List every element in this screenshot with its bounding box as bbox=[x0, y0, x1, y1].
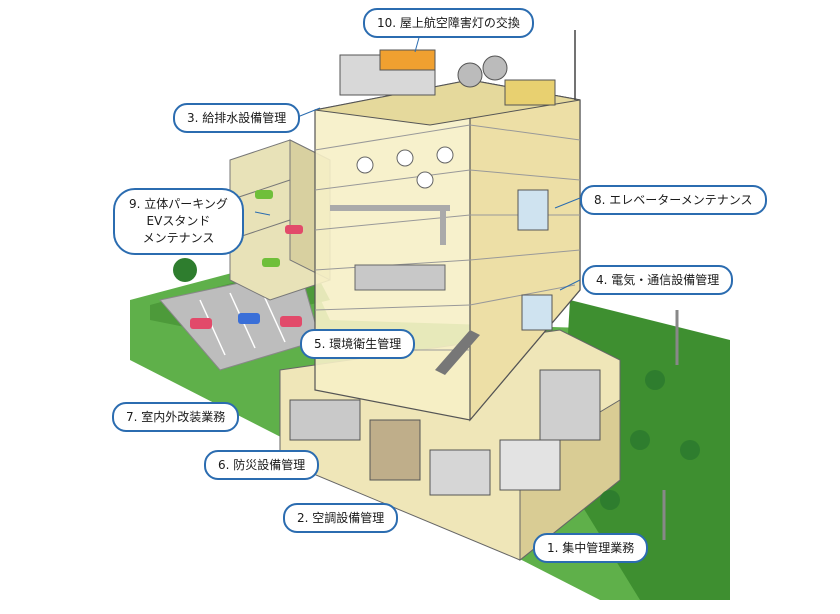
label-parking-ev: 9. 立体パーキング EVスタンド メンテナンス bbox=[113, 188, 244, 255]
label-environment: 5. 環境衛生管理 bbox=[300, 329, 416, 359]
label-hvac: 2. 空調設備管理 bbox=[283, 503, 399, 533]
label-parking-ev-line3: メンテナンス bbox=[142, 231, 215, 245]
label-renovation: 7. 室内外改装業務 bbox=[112, 402, 240, 432]
label-central-management: 1. 集中管理業務 bbox=[533, 533, 649, 563]
landscape bbox=[173, 258, 700, 540]
label-fire-safety: 6. 防災設備管理 bbox=[204, 450, 320, 480]
label-parking-ev-line1: 9. 立体パーキング bbox=[129, 197, 228, 211]
label-elevator: 8. エレベーターメンテナンス bbox=[580, 185, 767, 215]
label-rooftop-light: 10. 屋上航空障害灯の交換 bbox=[363, 8, 534, 38]
label-water-supply: 3. 給排水設備管理 bbox=[173, 103, 301, 133]
label-parking-ev-line2: EVスタンド bbox=[146, 214, 211, 228]
label-electrical: 4. 電気・通信設備管理 bbox=[582, 265, 734, 295]
